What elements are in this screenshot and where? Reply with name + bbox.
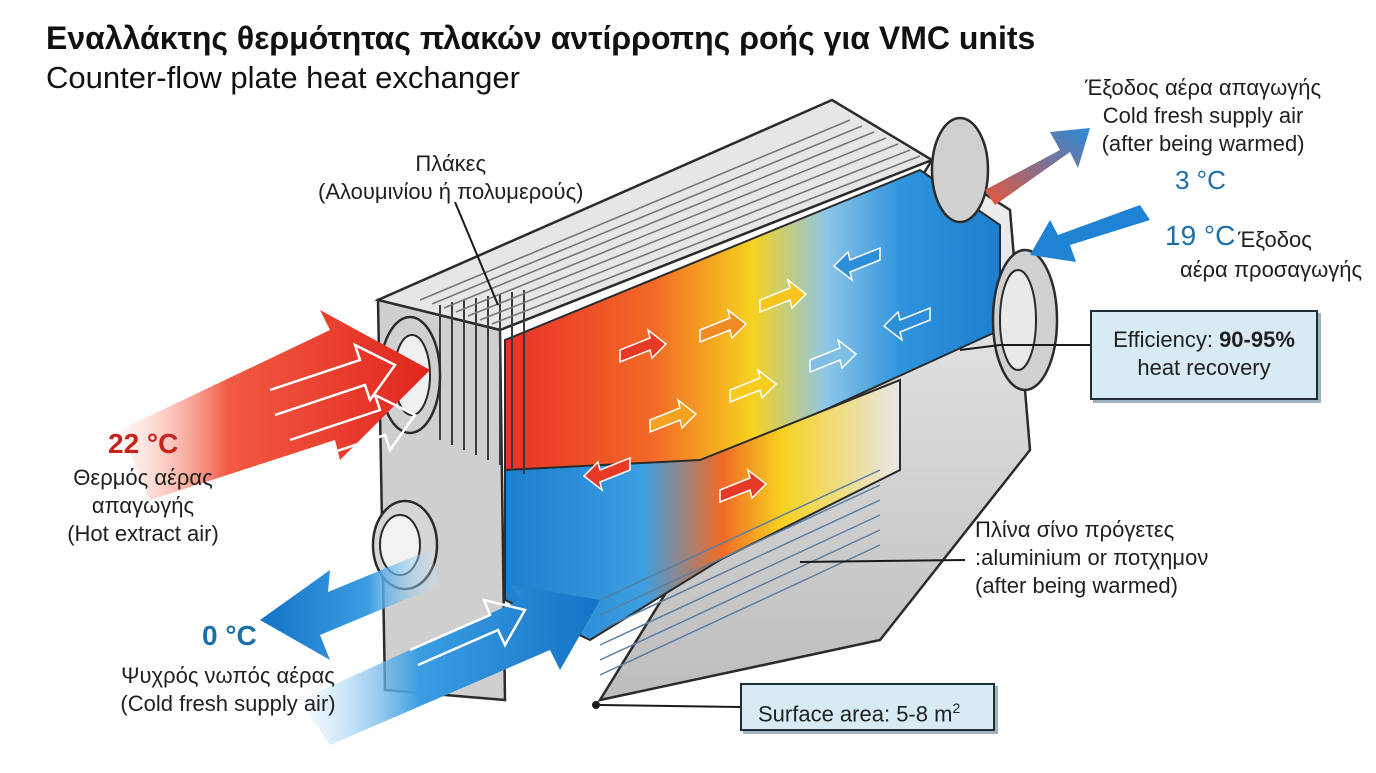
hot-extract-line1: Θερμός αέρας	[73, 465, 213, 490]
efficiency-prefix: Efficiency:	[1113, 327, 1220, 352]
hot-extract-label: Θερμός αέρας απαγωγής (Hot extract air)	[48, 464, 238, 548]
hot-extract-line3: (Hot extract air)	[67, 521, 219, 546]
supply-outlet-duct	[930, 116, 990, 224]
cold-exhaust-arrow	[260, 550, 440, 660]
top-right-line1: Έξοδος αέρα απαγωγής	[1085, 75, 1322, 100]
plates-label: Πλάκες (Αλουμινίου ή πολυμερούς)	[318, 150, 584, 206]
cold-fresh-inlet-arrow	[300, 585, 600, 745]
cold-arrow-outlines	[409, 598, 527, 667]
surface-area-sup: 2	[952, 700, 961, 716]
cold-supply-label: Ψυχρός νωπός αέρας (Cold fresh supply ai…	[108, 662, 348, 718]
supply-inlet-arrow	[1030, 205, 1150, 262]
right-inlet-line2: αέρα προσαγωγής	[1180, 257, 1363, 282]
surface-area-callout: Surface area: 5-8 m2	[740, 683, 995, 731]
material-line3: (after being warmed)	[975, 573, 1178, 598]
cold-supply-line2: (Cold fresh supply air)	[120, 691, 336, 716]
hot-extract-line2: απαγωγής	[91, 493, 195, 518]
plate-stack	[439, 290, 525, 474]
diagram-title: Εναλλάκτης θερμότητας πλακών αντίρροπης …	[46, 20, 1036, 56]
plates-label-line2: (Αλουμινίου ή πολυμερούς)	[318, 179, 584, 204]
inner-flow-arrows	[582, 246, 931, 504]
hot-arrow-outlines	[269, 342, 417, 467]
cold-supply-temp: 0 °C	[202, 620, 257, 651]
cold-supply-line1: Ψυχρός νωπός αέρας	[121, 663, 335, 688]
material-label: Πλίνα σίνο πρόγετες :aluminium or ποτχημ…	[975, 516, 1208, 600]
material-line1: Πλίνα σίνο πρόγετες	[975, 517, 1175, 542]
right-inlet-line1: Έξοδος	[1238, 227, 1312, 252]
efficiency-value: 90-95%	[1219, 327, 1295, 352]
efficiency-callout: Efficiency: 90-95% heat recovery	[1090, 310, 1318, 400]
top-right-line3: (after being warmed)	[1101, 131, 1305, 156]
lower-fins	[599, 469, 881, 676]
callout-pointers	[454, 201, 1090, 708]
supply-outlet-arrow	[985, 128, 1090, 205]
efficiency-line2: heat recovery	[1137, 355, 1271, 380]
diagram-subtitle: Counter-flow plate heat exchanger	[46, 60, 520, 95]
pointer-dot	[592, 701, 600, 709]
top-right-outlet-label: Έξοδος αέρα απαγωγής Cold fresh supply a…	[1085, 74, 1321, 158]
supply-outlet-temp: 3 °C	[1175, 165, 1226, 195]
top-right-line2: Cold fresh supply air	[1102, 103, 1304, 128]
supply-inlet-temp: 19 °C	[1165, 220, 1236, 251]
plates-label-line1: Πλάκες	[415, 151, 487, 176]
hot-extract-arrow	[120, 310, 430, 500]
plate-ridges	[419, 119, 921, 325]
hot-extract-temp: 22 °C	[108, 428, 179, 459]
surface-area-text: Surface area: 5-8 m	[758, 701, 953, 727]
material-line2: :aluminium or ποτχημον	[975, 545, 1209, 570]
